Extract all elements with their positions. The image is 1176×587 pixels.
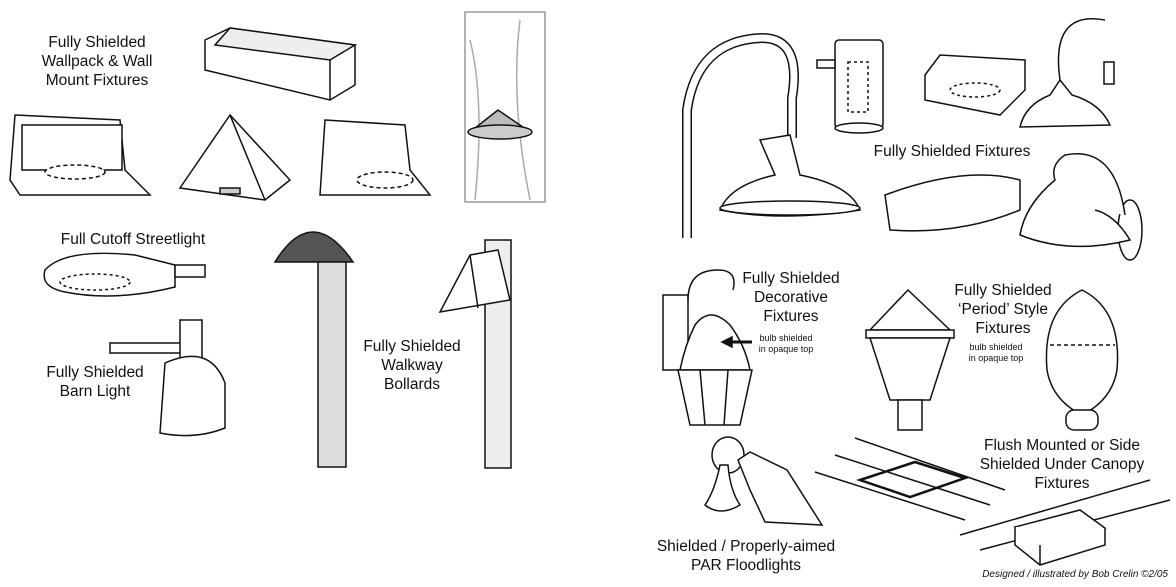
note-line: bulb shielded (969, 342, 1023, 352)
period-lantern-icon (865, 288, 955, 431)
label-barn-light: Fully Shielded Barn Light (46, 363, 143, 401)
par-floodlight-icon (703, 436, 824, 526)
cylinder-fixture-icon (816, 39, 884, 134)
canopy-fixtures-icon (814, 437, 1171, 566)
note-period: bulb shielded in opaque top (969, 342, 1024, 364)
wedge-fixture-icon (924, 54, 1026, 116)
label-wallpack: Fully Shielded Wallpack & Wall Mount Fix… (42, 33, 153, 90)
label-line: Decorative (753, 289, 829, 306)
pyramid-fixture-icon (178, 113, 292, 201)
wall-fixture-box-icon (9, 114, 152, 196)
wallpack-fixture-icon (204, 27, 358, 101)
label-period: Fully Shielded ‘Period’ Style Fixtures (954, 281, 1051, 338)
barn-sconce-icon (1019, 18, 1115, 128)
acorn-fixture-icon (1045, 289, 1119, 431)
label-decorative: Fully Shielded Decorative Fixtures (742, 269, 839, 326)
illustrator-credit: Designed / illustrated by Bob Crelin ©2/… (982, 569, 1168, 580)
note-line: in opaque top (758, 344, 814, 354)
streetlight-icon (43, 252, 206, 297)
label-canopy: Flush Mounted or Side Shielded Under Can… (980, 436, 1145, 493)
label-line: ‘Period’ Style (958, 301, 1048, 318)
label-bollards: Fully Shielded Walkway Bollards (363, 337, 460, 394)
label-line: Full Cutoff Streetlight (60, 231, 206, 248)
barn-light-icon (109, 319, 226, 437)
label-line: Shielded Under Canopy (979, 456, 1145, 473)
label-fully-shielded-fixtures: Fully Shielded Fixtures (874, 142, 1031, 161)
label-line: Walkway (381, 357, 443, 374)
wall-fixture-slant-icon (319, 119, 432, 196)
mushroom-bollard-icon (273, 231, 355, 468)
wall-dome-fixture-icon (1019, 153, 1143, 261)
label-line: Mount Fixtures (45, 72, 149, 89)
label-line: Flush Mounted or Side (984, 437, 1140, 454)
label-line: Fixtures (763, 308, 819, 325)
label-line: Wallpack & Wall (41, 53, 153, 70)
label-line: Fully Shielded (48, 34, 146, 51)
label-floodlights: Shielded / Properly-aimed PAR Floodlight… (657, 537, 835, 575)
label-line: PAR Floodlights (691, 557, 801, 574)
note-decorative: bulb shielded in opaque top (759, 333, 814, 355)
label-line: Fully Shielded (954, 282, 1052, 299)
label-line: Fixtures (1034, 475, 1090, 492)
label-line: Shielded / Properly-aimed (656, 538, 836, 555)
label-line: Bollards (383, 376, 440, 393)
note-line: bulb shielded (759, 333, 813, 343)
note-line: in opaque top (968, 353, 1024, 363)
decorative-lantern-icon (662, 269, 753, 426)
half-cylinder-fixture-icon (884, 174, 1021, 232)
label-line: Fully Shielded (363, 338, 461, 355)
label-line: Fully Shielded Fixtures (873, 143, 1031, 160)
pole-mount-cone-icon (464, 11, 546, 203)
label-line: Barn Light (59, 383, 131, 400)
label-line: Fully Shielded (46, 364, 144, 381)
label-line: Fixtures (975, 320, 1031, 337)
label-streetlight: Full Cutoff Streetlight (61, 230, 205, 249)
label-line: Fully Shielded (742, 270, 840, 287)
square-bollard-icon (438, 239, 512, 469)
gooseneck-fixture-icon (682, 32, 862, 238)
